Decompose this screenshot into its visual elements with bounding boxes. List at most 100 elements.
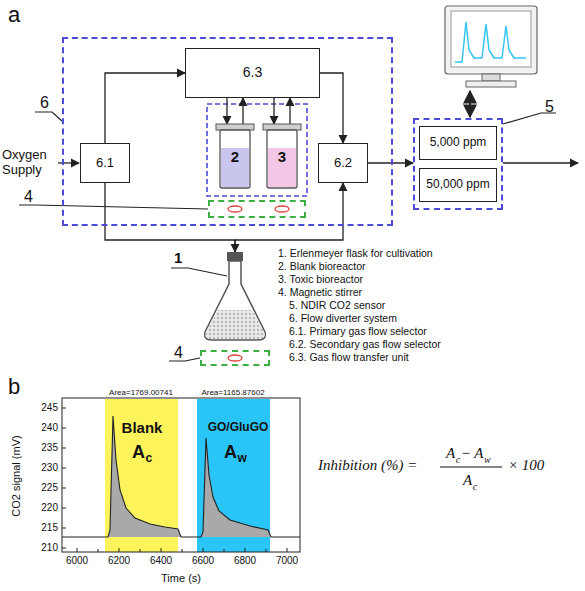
axis-title: Time (s)	[161, 572, 201, 585]
x-tick-label: 6600	[192, 555, 214, 567]
x-tick-label: 6200	[108, 555, 130, 567]
x-tick-label: 6400	[150, 555, 172, 567]
box-label: 3	[278, 149, 286, 166]
gas-flow-connector	[226, 98, 227, 124]
box-label: 50,000 ppm	[426, 178, 489, 191]
input-label: Oxygen Supply	[2, 148, 60, 178]
subscript: c	[456, 454, 460, 466]
box-label: 6.3	[243, 65, 262, 80]
vessel	[267, 130, 297, 188]
formula: A	[463, 472, 472, 489]
flange	[216, 124, 254, 130]
y-tick-label: 240	[41, 422, 58, 434]
liquid	[221, 148, 249, 187]
x-tick-label: 7000	[276, 555, 298, 567]
legend-item: 2. Blank bioreactor	[278, 260, 366, 272]
box-label: 6.1	[96, 156, 114, 170]
flask-cap	[227, 252, 243, 261]
callout-number: 4	[174, 344, 183, 362]
flask-glass	[205, 261, 266, 340]
magnetic-stirrer: 4	[200, 350, 270, 366]
erlenmeyer-flask-shape	[200, 252, 270, 344]
gas-flow-connector	[320, 73, 343, 143]
reactor-region	[207, 104, 307, 196]
box-label: 6.2	[334, 156, 352, 170]
axis-title: CO2 signal (mV)	[10, 435, 23, 516]
callout-number: 4	[24, 188, 33, 206]
culture-liquid	[205, 310, 264, 339]
y-tick-label: 245	[41, 402, 58, 414]
box-label: 5,000 ppm	[430, 136, 487, 149]
gas-flow-connector	[368, 162, 413, 163]
subscript: w	[238, 452, 247, 466]
gas-flow-connector	[273, 98, 274, 124]
panel-label: a	[8, 2, 20, 27]
sensor-region: 5,000 ppm50,000 ppm5	[413, 118, 503, 210]
bioreactor: 2	[215, 124, 255, 190]
flange	[263, 124, 301, 130]
magnetic-stirrer-shape	[210, 202, 308, 220]
area-symbol: A	[224, 442, 237, 463]
region-label: Blank	[122, 419, 163, 436]
legend-item: 5. NDIR CO2 sensor	[289, 299, 385, 311]
y-tick-label: 230	[41, 462, 58, 474]
callout-number: 5	[545, 98, 554, 116]
magnetic-stirrer-shape	[202, 352, 272, 368]
subscript: w	[484, 454, 491, 466]
legend-item: 6.2. Secondary gas flow selector	[289, 338, 441, 350]
legend-item: 1. Erlenmeyer flask for cultivation	[278, 247, 433, 259]
subscript: c	[473, 481, 477, 493]
stir-bar	[228, 206, 242, 212]
callout-number: 1	[174, 250, 182, 267]
legend-item: 6.1. Primary gas flow selector	[289, 325, 427, 337]
selector-box: 6.1	[80, 143, 130, 183]
subscript: c	[146, 452, 153, 466]
fraction-bar	[440, 467, 502, 468]
selector-box: 6.2	[318, 143, 368, 183]
stir-bar	[228, 355, 242, 361]
gas-flow-connector	[105, 73, 185, 143]
box-label: 2	[231, 149, 239, 166]
x-tick-label: 6000	[66, 555, 88, 567]
y-tick-label: 215	[41, 522, 58, 534]
x-tick-label: 6800	[234, 555, 256, 567]
area-symbol: A	[132, 442, 145, 463]
legend-item: 6.3. Gas flow transfer unit	[289, 351, 409, 363]
y-tick-label: 210	[41, 542, 58, 554]
callout-number: 6	[40, 94, 49, 112]
transfer-box: 6.3	[185, 48, 320, 98]
area-value: Area=1165.87602	[201, 388, 264, 397]
stir-bar	[275, 206, 289, 212]
leader-line	[171, 268, 227, 276]
y-tick-label: 225	[41, 482, 58, 494]
legend-item: 4. Magnetic stirrer	[278, 286, 362, 298]
computer-monitor	[445, 6, 537, 87]
legend-item: 6. Flow diverter system	[289, 312, 397, 324]
flow-diverter-region: 6.16.36.2236	[62, 37, 393, 226]
vessel	[220, 130, 250, 188]
formula: − A	[461, 445, 484, 462]
area-value: Area=1769.00741	[109, 388, 173, 397]
erlenmeyer-flask: 1	[200, 252, 270, 344]
sensor-box: 5,000 ppm	[419, 126, 497, 160]
magnetic-stirrer: 4	[208, 200, 306, 218]
flow-arrow	[503, 162, 578, 163]
data-link-arrow	[469, 91, 471, 117]
sensor-box: 50,000 ppm	[419, 168, 497, 202]
region-label: GO/GluGO	[208, 421, 269, 435]
chart	[62, 398, 300, 552]
formula: × 100	[508, 457, 544, 474]
y-tick-label: 220	[41, 502, 58, 514]
bioreactor: 3	[262, 124, 302, 190]
leader-line	[35, 112, 62, 121]
gas-flow-connector	[289, 98, 290, 124]
gas-flow-connector	[242, 98, 243, 124]
leader-line	[19, 205, 208, 209]
formula: Inhibition (%) =	[318, 457, 417, 474]
y-tick-label: 235	[41, 442, 58, 454]
panel-label: b	[8, 374, 20, 399]
liquid	[268, 148, 296, 187]
legend-item: 3. Toxic bioreactor	[278, 273, 363, 285]
leader-line	[169, 358, 200, 361]
